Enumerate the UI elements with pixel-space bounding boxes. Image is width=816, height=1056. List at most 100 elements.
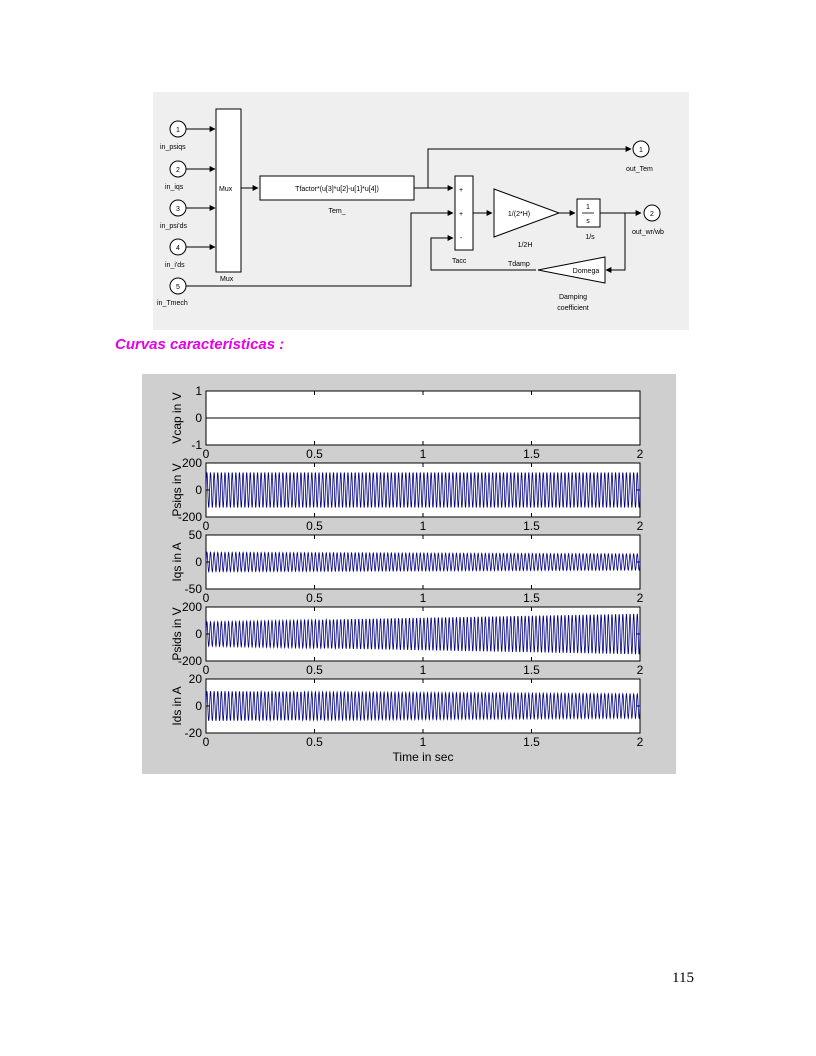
x-tick-label: 2 bbox=[637, 447, 644, 461]
fcn-name: Tem_ bbox=[328, 208, 345, 215]
integrator-block[interactable]: 1 s 1/s bbox=[576, 198, 601, 241]
series-line-4 bbox=[205, 613, 641, 655]
mux-block[interactable]: Mux Mux bbox=[215, 108, 242, 283]
sum-sign-3: - bbox=[460, 235, 463, 242]
x-tick-label: 0.5 bbox=[306, 519, 323, 533]
inport-4-label: in_i'ds bbox=[165, 262, 185, 269]
y-tick-label: 1 bbox=[195, 384, 202, 398]
integrator-numerator: 1 bbox=[586, 204, 590, 211]
inport-3-number: 3 bbox=[176, 206, 180, 213]
y-axis-label: Vcap in V bbox=[170, 392, 184, 443]
inport-5[interactable]: 5 in_Tmech bbox=[157, 277, 188, 307]
x-tick-label: 1 bbox=[420, 735, 427, 749]
series-line-5 bbox=[205, 689, 641, 723]
x-tick-label: 0 bbox=[203, 519, 210, 533]
x-tick-label: 0.5 bbox=[306, 735, 323, 749]
x-tick-label: 0 bbox=[203, 591, 210, 605]
y-tick-label: 0 bbox=[195, 627, 202, 641]
sum-name: Tacc bbox=[452, 258, 467, 265]
x-tick-label: 2 bbox=[637, 735, 644, 749]
integrator-denominator: s bbox=[586, 218, 590, 225]
damping-name-line1: Damping bbox=[559, 294, 587, 301]
integrator-name: 1/s bbox=[585, 234, 595, 241]
section-heading: Curvas características : bbox=[115, 336, 285, 353]
inport-2-number: 2 bbox=[176, 167, 180, 174]
x-axis-label: Time in sec bbox=[393, 750, 454, 764]
x-tick-label: 1 bbox=[420, 591, 427, 605]
y-axis-label: Psiqs in V bbox=[170, 463, 184, 516]
inport-1-label: in_psiqs bbox=[160, 144, 186, 151]
y-axis-label: Psids in V bbox=[170, 607, 184, 660]
x-tick-label: 0.5 bbox=[306, 447, 323, 461]
x-tick-label: 1 bbox=[420, 519, 427, 533]
x-tick-label: 0.5 bbox=[306, 663, 323, 677]
inport-2[interactable]: 2 in_iqs bbox=[165, 160, 187, 191]
inport-2-label: in_iqs bbox=[165, 184, 184, 191]
gain-block[interactable]: 1/(2*H) 1/2H bbox=[493, 188, 561, 249]
inport-3[interactable]: 3 in_psi'ds bbox=[160, 199, 188, 230]
x-tick-label: 0 bbox=[203, 735, 210, 749]
sum-sign-1: + bbox=[459, 187, 463, 194]
gain-text: 1/(2*H) bbox=[508, 211, 530, 218]
y-tick-label: 200 bbox=[182, 600, 202, 614]
sum-block[interactable]: + + - Tacc bbox=[452, 175, 474, 265]
y-tick-label: -200 bbox=[178, 510, 202, 524]
x-tick-label: 2 bbox=[637, 663, 644, 677]
y-tick-label: 0 bbox=[195, 555, 202, 569]
inport-5-number: 5 bbox=[176, 284, 180, 291]
tdamp-signal-label: Tdamp bbox=[508, 261, 530, 268]
series-line-3 bbox=[205, 551, 641, 573]
outport-1-label: out_Tem bbox=[626, 166, 653, 173]
y-tick-label: 0 bbox=[195, 411, 202, 425]
outport-1-number: 1 bbox=[639, 147, 643, 154]
mux-name: Mux bbox=[220, 276, 234, 283]
inport-1[interactable]: 1 in_psiqs bbox=[160, 120, 187, 151]
y-axis-label: Iqs in A bbox=[170, 542, 184, 581]
y-tick-label: -200 bbox=[178, 654, 202, 668]
inport-1-number: 1 bbox=[176, 127, 180, 134]
simulink-diagram: 1 in_psiqs 2 in_iqs 3 in_psi'ds 4 in_i'd… bbox=[153, 92, 689, 330]
x-tick-label: 2 bbox=[637, 519, 644, 533]
signal-lines bbox=[186, 126, 642, 287]
x-tick-label: 1.5 bbox=[523, 447, 540, 461]
x-tick-label: 1.5 bbox=[523, 519, 540, 533]
inport-5-label: in_Tmech bbox=[157, 300, 188, 307]
page-number: 115 bbox=[672, 970, 694, 986]
x-tick-label: 1.5 bbox=[523, 591, 540, 605]
inport-3-label: in_psi'ds bbox=[160, 223, 188, 230]
y-tick-label: -50 bbox=[185, 582, 203, 596]
y-tick-label: 50 bbox=[189, 528, 203, 542]
sum-sign-2: + bbox=[459, 211, 463, 218]
x-tick-label: 1 bbox=[420, 447, 427, 461]
outport-2[interactable]: 2 out_wr/wb bbox=[632, 204, 664, 236]
x-tick-label: 1.5 bbox=[523, 735, 540, 749]
y-tick-label: 200 bbox=[182, 456, 202, 470]
x-tick-label: 2 bbox=[637, 591, 644, 605]
y-tick-label: -20 bbox=[185, 726, 203, 740]
x-tick-label: 0 bbox=[203, 663, 210, 677]
fcn-expression: Tfactor*(u[3]*u[2]-u[1]*u[4]) bbox=[295, 186, 379, 193]
damping-text: Domega bbox=[573, 268, 600, 275]
x-tick-label: 1 bbox=[420, 663, 427, 677]
damping-block[interactable]: Domega Damping coefficient bbox=[537, 256, 606, 312]
inport-4-number: 4 bbox=[176, 245, 180, 252]
fcn-block[interactable]: Tfactor*(u[3]*u[2]-u[1]*u[4]) Tem_ bbox=[259, 175, 415, 215]
y-tick-label: 20 bbox=[189, 672, 203, 686]
y-tick-label: 0 bbox=[195, 699, 202, 713]
x-tick-label: 0.5 bbox=[306, 591, 323, 605]
y-axis-label: Ids in A bbox=[170, 686, 184, 725]
block-diagram-svg: 1 in_psiqs 2 in_iqs 3 in_psi'ds 4 in_i'd… bbox=[157, 108, 664, 312]
inport-4[interactable]: 4 in_i'ds bbox=[165, 238, 187, 269]
damping-name-line2: coefficient bbox=[557, 305, 588, 312]
outport-2-label: out_wr/wb bbox=[632, 229, 664, 236]
outport-2-number: 2 bbox=[650, 211, 654, 218]
outport-1[interactable]: 1 out_Tem bbox=[626, 140, 653, 173]
y-tick-label: 0 bbox=[195, 483, 202, 497]
gain-name: 1/2H bbox=[518, 242, 533, 249]
